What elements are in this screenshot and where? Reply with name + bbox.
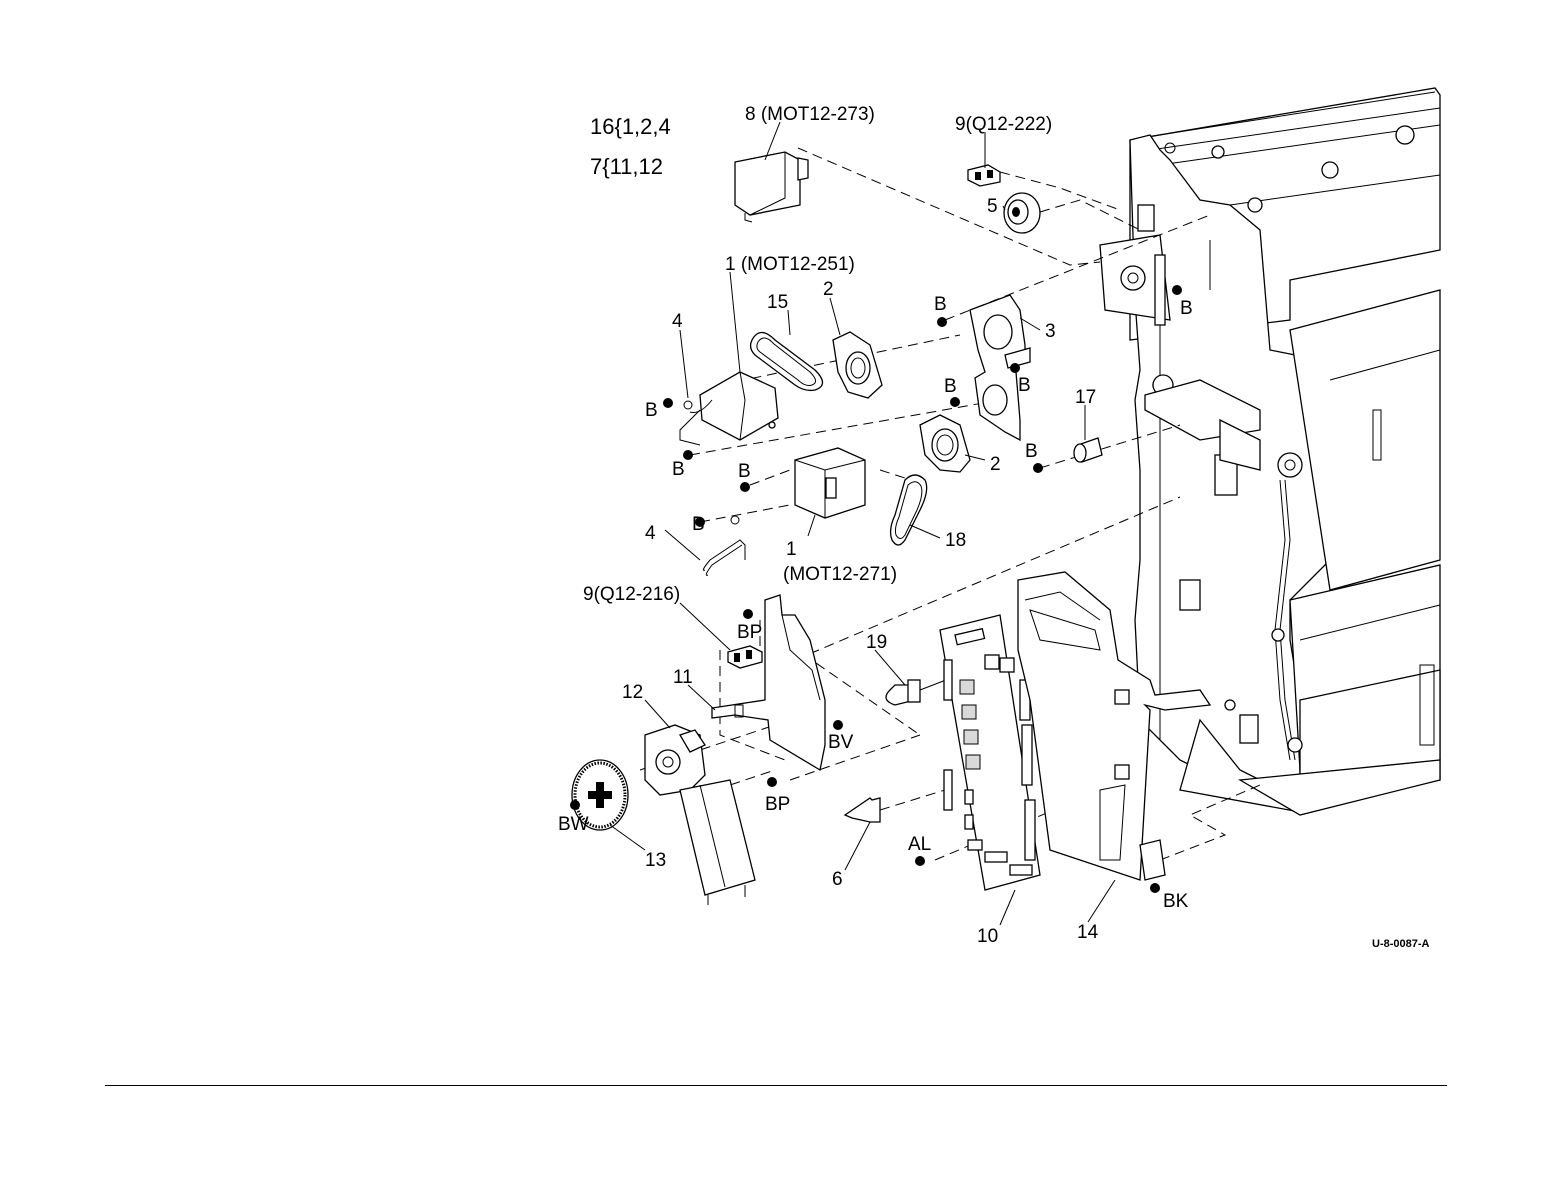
callout-12: 12: [622, 682, 643, 703]
screw-label-al: AL: [908, 834, 931, 855]
part-6-clip: [845, 798, 880, 822]
callout-8: 8 (MOT12-273): [745, 104, 875, 125]
part-4-cable-lower: [703, 516, 745, 575]
callout-18: 18: [945, 530, 966, 551]
part-3-plate: [970, 295, 1030, 440]
screw-label-bp: BP: [737, 622, 762, 643]
part-8-motor: [735, 152, 808, 222]
callout-9-top: 9(Q12-222): [955, 114, 1052, 135]
screw-label-b: B: [645, 400, 658, 421]
callout-2-middle: 2: [990, 454, 1001, 475]
callout-3: 3: [1045, 321, 1056, 342]
screw-label-b: B: [1018, 375, 1031, 396]
callout-15: 15: [767, 292, 788, 313]
callout-10: 10: [977, 926, 998, 947]
part-17-bushing: [1074, 438, 1102, 462]
part-5-pulley: [1004, 193, 1040, 233]
figure-id: U-8-0087-A: [1372, 938, 1430, 950]
screw-label-b: B: [944, 376, 957, 397]
callout-17: 17: [1075, 387, 1096, 408]
screw-label-bw: BW: [558, 814, 589, 835]
callout-1-middle-part: (MOT12-271): [783, 564, 897, 585]
screw-label-bp: BP: [765, 794, 790, 815]
part-2-bracket-upper: [833, 332, 882, 398]
legend-line-1: 16{1,2,4: [590, 114, 671, 139]
callout-4-bottom: 4: [645, 523, 656, 544]
screw-label-b: B: [692, 514, 705, 535]
callout-4-top: 4: [672, 311, 683, 332]
screw-label-bk: BK: [1163, 891, 1189, 912]
footer-rule: [105, 1085, 1447, 1086]
screw-label-bv: BV: [828, 732, 854, 753]
screw-label-b: B: [1025, 441, 1038, 462]
callout-6: 6: [832, 869, 843, 890]
part-1-motor-upper: [680, 372, 778, 445]
callout-11: 11: [673, 667, 693, 688]
callout-1-top: 1 (MOT12-251): [725, 254, 855, 275]
callout-1-middle: 1: [786, 539, 797, 560]
part-11-bracket: [712, 595, 825, 770]
part-9-sensor-top: [968, 165, 1000, 186]
callout-19: 19: [866, 632, 887, 653]
part-12-gear-motor: [645, 725, 755, 905]
callout-14: 14: [1077, 922, 1099, 943]
legend-line-2: 7{11,12: [590, 154, 663, 179]
callout-13: 13: [645, 850, 666, 871]
part-18-belt: [891, 475, 927, 545]
screw-label-b: B: [738, 461, 751, 482]
callout-5: 5: [987, 196, 998, 217]
screw-label-b: B: [934, 294, 947, 315]
screw-label-b: B: [1180, 298, 1193, 319]
screw-label-b: B: [672, 459, 685, 480]
part-9-sensor-bottom: [728, 646, 762, 668]
callout-9-bottom: 9(Q12-216): [583, 584, 680, 605]
callout-2-top: 2: [823, 279, 834, 300]
part-1-motor-middle: [795, 448, 865, 518]
part-2-bracket-middle: [920, 415, 970, 472]
